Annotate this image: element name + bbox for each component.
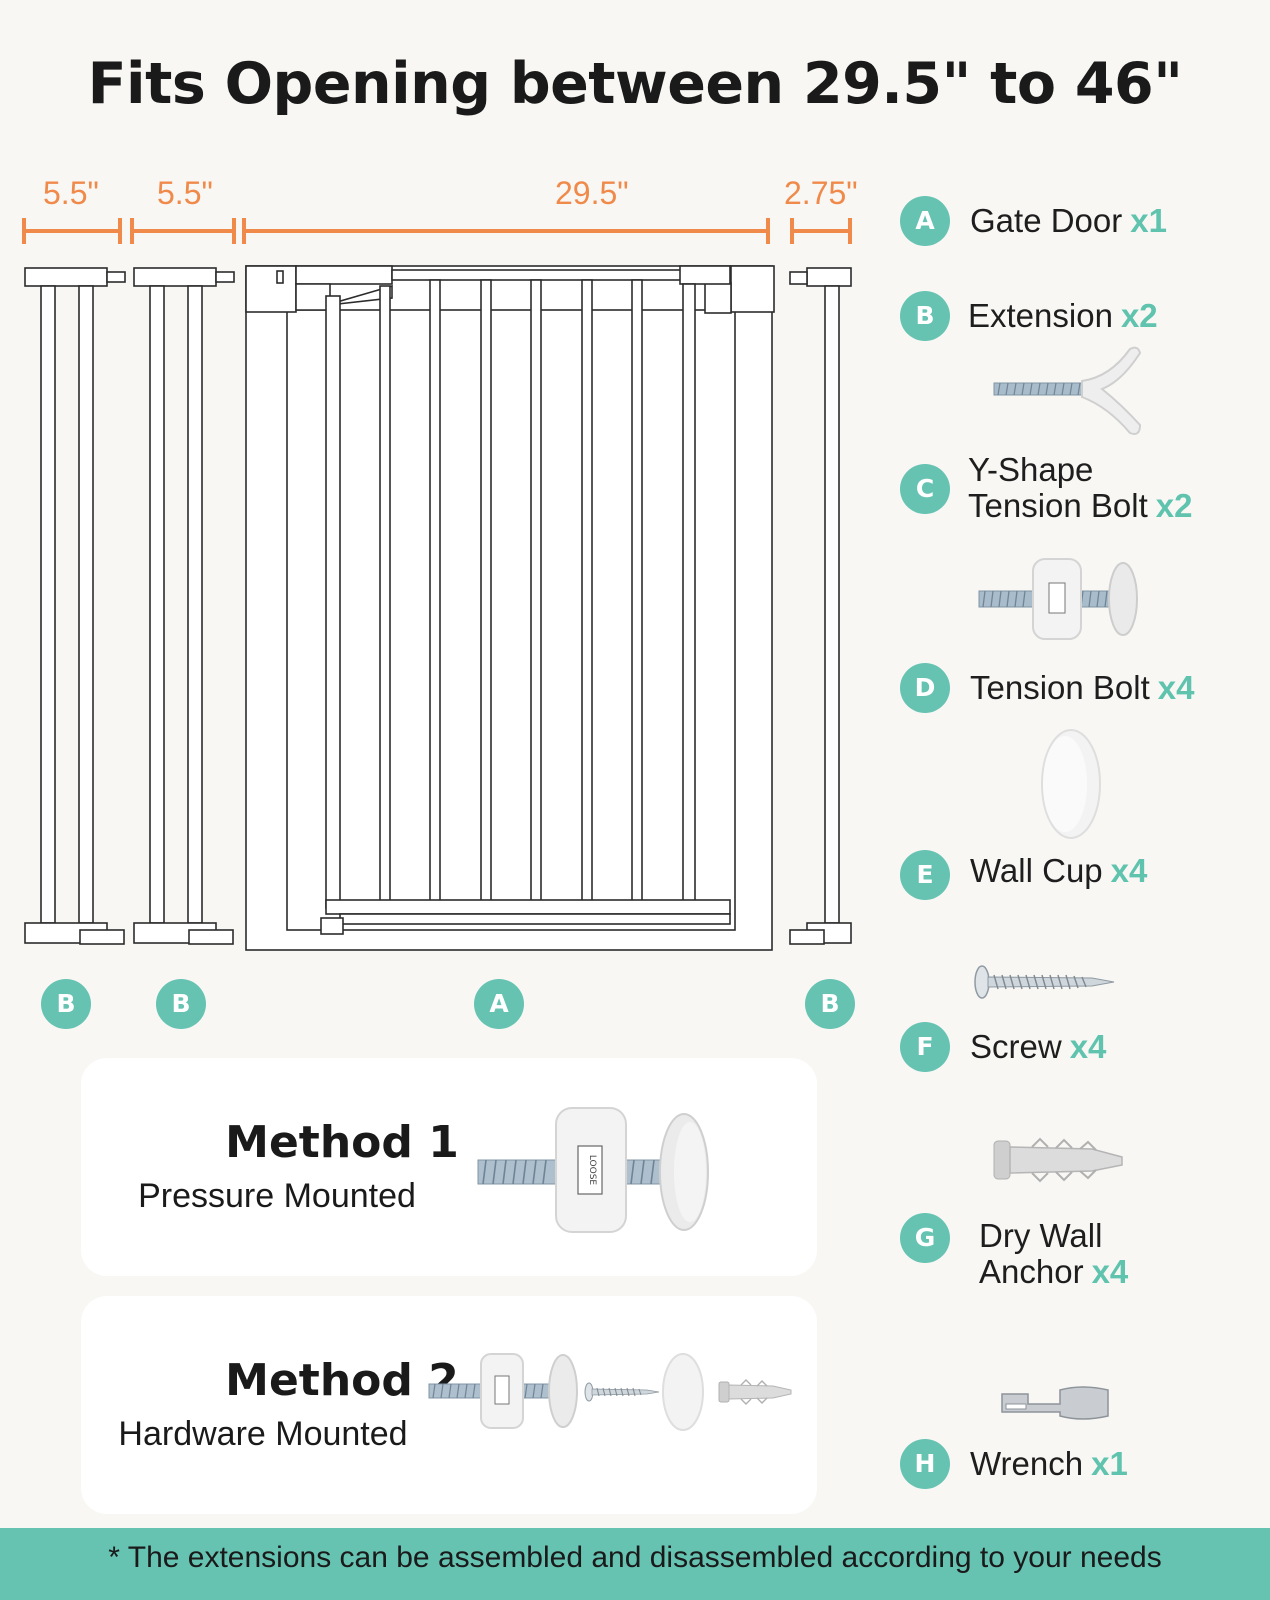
part-name-line1: Dry Wall — [979, 1217, 1103, 1254]
method-1-subtitle: Pressure Mounted — [138, 1177, 416, 1215]
part-qty: x4 — [1091, 1253, 1129, 1290]
part-name: Wall Cup — [970, 852, 1103, 889]
badge-b-extension-2: B — [156, 979, 206, 1029]
dimension-label: 5.5" — [43, 175, 99, 211]
dimension-lines — [22, 218, 852, 244]
part-badge-a: A — [900, 196, 950, 246]
loose-label: LOOSE — [587, 1155, 597, 1186]
part-badge-h: H — [900, 1439, 950, 1489]
part-qty: x4 — [1069, 1028, 1107, 1065]
gate-diagram — [22, 218, 852, 951]
part-qty: x1 — [1091, 1445, 1128, 1482]
part-name-line2: Tension Bolt — [968, 487, 1148, 524]
part-qty: x2 — [1120, 297, 1158, 334]
part-badge-d: D — [900, 663, 950, 713]
part-name: Gate Door — [970, 202, 1123, 239]
extension-panel-1 — [24, 267, 126, 945]
part-qty: x1 — [1130, 202, 1167, 239]
badge-b-extension-3: B — [805, 979, 855, 1029]
method-2-card: Method 2 Hardware Mounted — [81, 1296, 817, 1514]
part-qty: x2 — [1155, 487, 1193, 524]
part-name-line1: Y-Shape — [968, 451, 1094, 488]
dimension-label: 29.5" — [555, 175, 629, 211]
tension-bolt-image — [978, 558, 1138, 640]
part-badge-b: B — [900, 291, 950, 341]
part-name: Tension Bolt — [970, 669, 1150, 706]
method-1-title: Method 1 — [225, 1117, 459, 1168]
dimension-label: 2.75" — [784, 175, 858, 211]
wrench-image — [1001, 1386, 1109, 1420]
pressure-mount-bolt-image: LOOSE — [477, 1107, 709, 1233]
part-name-line2: Anchor — [979, 1253, 1084, 1290]
screw-image — [974, 965, 1115, 999]
method-2-title: Method 2 — [225, 1355, 459, 1406]
part-badge-g: G — [900, 1213, 950, 1263]
badge-b-extension-1: B — [41, 979, 91, 1029]
part-name: Wrench — [970, 1445, 1084, 1482]
part-name: Extension — [968, 297, 1113, 334]
method-1-card: Method 1 Pressure Mounted LOOSE — [81, 1058, 817, 1276]
hardware-mount-parts-image — [428, 1353, 792, 1431]
extension-panel-2 — [133, 267, 235, 945]
part-name: Screw — [970, 1028, 1062, 1065]
footer-bar: * The extensions can be assembled and di… — [0, 1528, 1270, 1600]
method-2-subtitle: Hardware Mounted — [118, 1415, 408, 1453]
part-badge-c: C — [900, 464, 950, 514]
gate-door — [320, 279, 731, 935]
part-qty: x4 — [1157, 669, 1195, 706]
page-title: Fits Opening between 29.5" to 46" — [87, 51, 1183, 117]
dry-wall-anchor-image — [993, 1137, 1123, 1183]
footer-note: * The extensions can be assembled and di… — [108, 1541, 1162, 1574]
dimension-label: 5.5" — [157, 175, 213, 211]
part-badge-f: F — [900, 1022, 950, 1072]
y-shape-bolt-image — [993, 346, 1142, 435]
badge-a-gate-door: A — [474, 979, 524, 1029]
extension-panel-3 — [789, 267, 852, 945]
wall-cup-image — [1041, 729, 1101, 839]
part-badge-e: E — [900, 850, 950, 900]
part-qty: x4 — [1110, 852, 1148, 889]
